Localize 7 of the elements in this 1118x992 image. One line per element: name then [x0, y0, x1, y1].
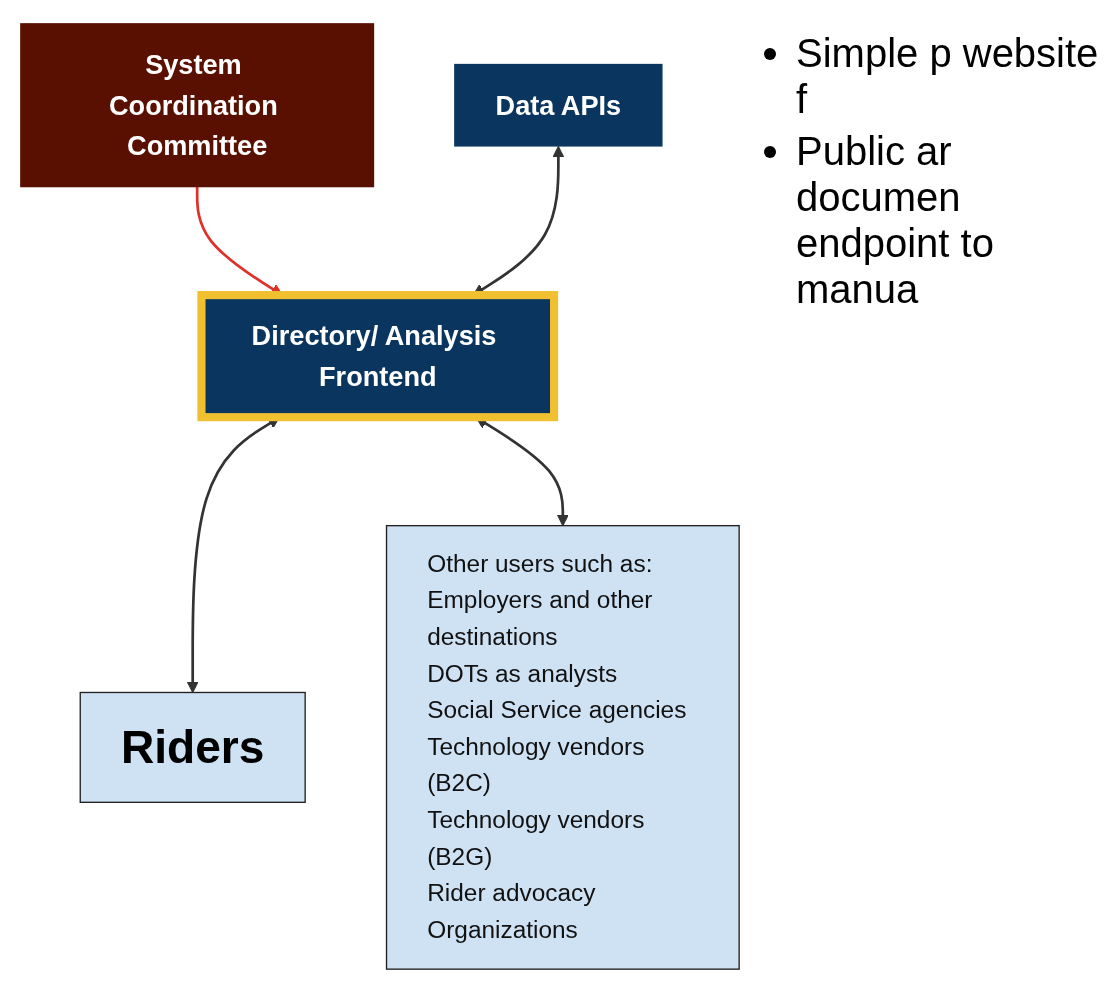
bullet-text: Public ar documen endpoint to manua: [796, 128, 995, 312]
node-box: Other users such as: Employers and other destinations DOTs as analysts Social Service agencies Technology vendors (B2C) Technology vendors (B2G) Rider advocacy Organizations: [385, 524, 740, 970]
bullet-text: Simple p website f: [796, 30, 1100, 122]
node-box: Riders: [79, 691, 306, 803]
node-box: Data APIs: [454, 63, 663, 147]
node-box: Directory/ Analysis Frontend: [197, 290, 559, 421]
node-box: System Coordination Committee: [20, 22, 375, 187]
